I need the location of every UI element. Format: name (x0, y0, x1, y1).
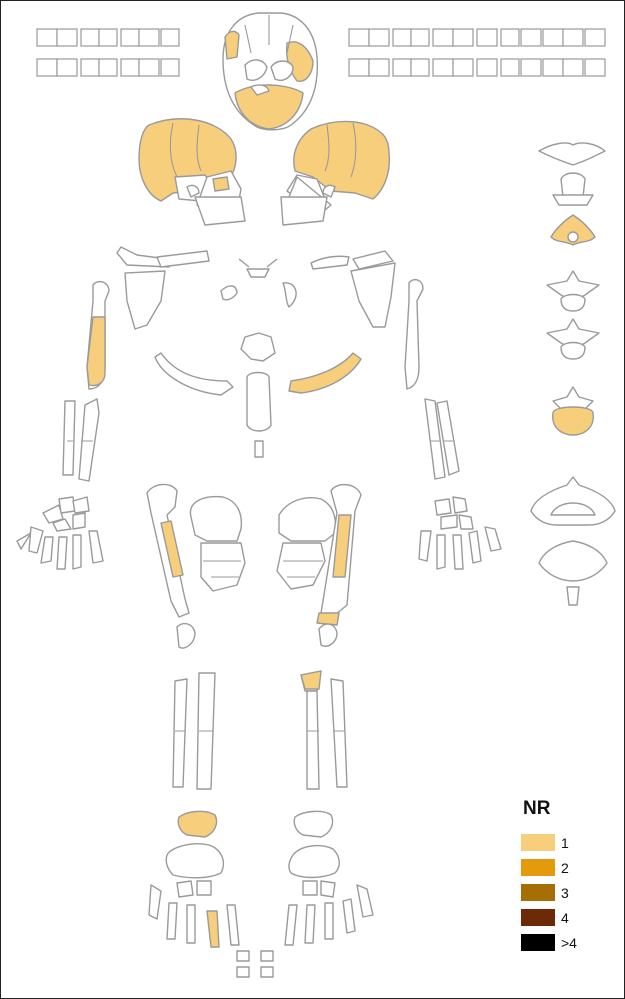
cranium-basal-view (223, 13, 317, 130)
skull-left-lateral (139, 119, 245, 225)
legend-item: 4 (521, 905, 611, 930)
shoulder-girdle (117, 247, 395, 329)
legend-label: 1 (561, 835, 569, 851)
legend-item: >4 (521, 930, 611, 955)
thoracic-vertebra (553, 407, 594, 435)
legend-items: 1 2 3 4 >4 (521, 830, 611, 955)
legend-label: 3 (561, 885, 569, 901)
left-distal-femur (317, 613, 339, 625)
legend-swatch (521, 859, 555, 876)
left-zygomatic (213, 177, 229, 191)
right-metatarsal (207, 911, 219, 947)
right-humerus-shaft (87, 317, 105, 386)
legend-swatch (521, 909, 555, 926)
legend-swatch (521, 884, 555, 901)
legend-swatch (521, 934, 555, 951)
legend-title: NR (523, 798, 611, 820)
legend-label: >4 (561, 935, 577, 951)
right-talus (178, 811, 216, 837)
legend: NR 1 2 3 4 >4 (521, 798, 611, 955)
legend-item: 3 (521, 880, 611, 905)
feet (149, 811, 373, 977)
legend-item: 1 (521, 830, 611, 855)
lower-right-teeth (349, 59, 605, 76)
legend-label: 4 (561, 910, 569, 926)
cranium-left-temporal (225, 31, 239, 59)
upper-right-teeth (349, 29, 605, 46)
skull-right-lateral (281, 121, 389, 225)
left-proximal-tibia (301, 671, 321, 689)
lower-legs (173, 671, 347, 789)
left-clavicle-rib (289, 353, 361, 393)
lower-left-teeth (37, 59, 179, 76)
thorax (155, 333, 361, 457)
hands (17, 497, 501, 569)
upper-left-teeth (37, 29, 179, 46)
pelvis (190, 497, 335, 591)
legend-item: 2 (521, 855, 611, 880)
legend-swatch (521, 834, 555, 851)
legend-label: 2 (561, 860, 569, 876)
vertebrae-column (531, 143, 615, 605)
